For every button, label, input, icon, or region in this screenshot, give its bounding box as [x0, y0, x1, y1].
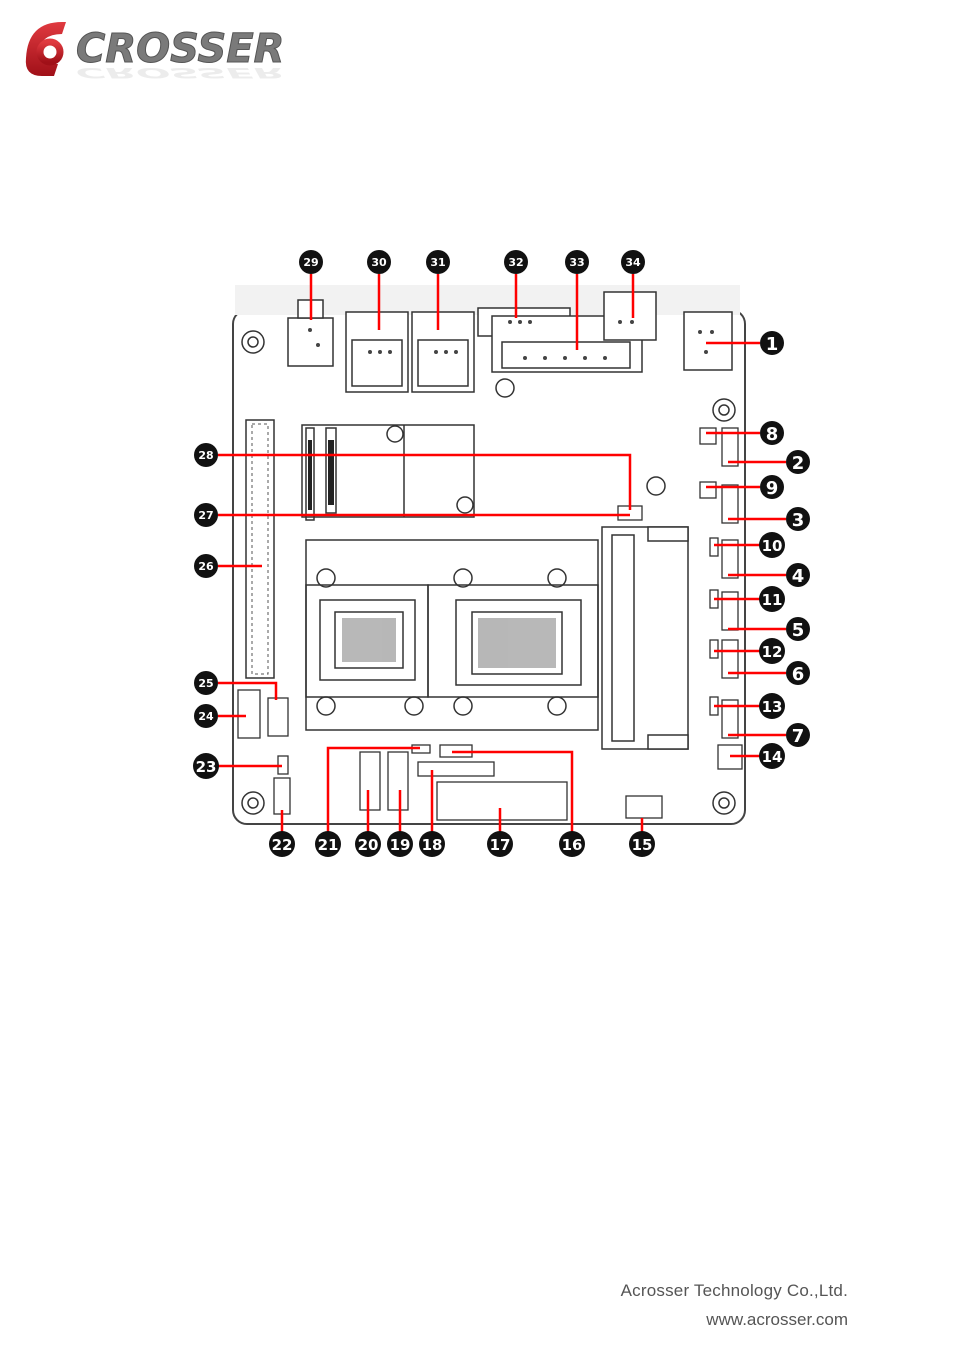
svg-text:12: 12 [762, 643, 783, 661]
svg-text:23: 23 [196, 758, 217, 776]
svg-text:16: 16 [562, 836, 583, 854]
callout-33: 33 [565, 250, 589, 274]
callout-8: 8 [760, 421, 784, 445]
callout-18: 18 [419, 831, 445, 857]
svg-text:29: 29 [303, 256, 318, 269]
svg-text:11: 11 [762, 591, 783, 609]
callout-12: 12 [759, 638, 785, 664]
svg-text:3: 3 [792, 510, 805, 531]
svg-text:26: 26 [198, 560, 214, 573]
svg-text:4: 4 [792, 566, 805, 587]
callout-16: 16 [559, 831, 585, 857]
callout-6: 6 [786, 661, 810, 685]
callout-24: 24 [194, 704, 218, 728]
callout-19: 19 [387, 831, 413, 857]
callout-17: 17 [487, 831, 513, 857]
svg-text:CROSSER: CROSSER [76, 64, 284, 80]
svg-text:7: 7 [792, 726, 805, 747]
callout-29: 29 [299, 250, 323, 274]
callout-15: 15 [629, 831, 655, 857]
callout-13: 13 [759, 693, 785, 719]
svg-text:31: 31 [430, 256, 445, 269]
footer-company-name: Acrosser Technology Co.,Ltd. [620, 1281, 848, 1300]
svg-text:17: 17 [490, 836, 511, 854]
callout-22: 22 [269, 831, 295, 857]
callout-34: 34 [621, 250, 645, 274]
svg-text:20: 20 [358, 836, 379, 854]
svg-text:8: 8 [766, 424, 779, 445]
footer-website-url: www.acrosser.com [706, 1310, 848, 1329]
callout-11: 11 [759, 586, 785, 612]
callout-1: 1 [760, 331, 784, 355]
callout-badges: 1 2 3 4 5 6 7 8 9 10 11 12 13 14 15 16 1… [193, 250, 810, 857]
acrosser-logo: CROSSER CROSSER [25, 22, 285, 81]
svg-text:21: 21 [318, 836, 339, 854]
callout-32: 32 [504, 250, 528, 274]
callout-4: 4 [786, 563, 810, 587]
svg-text:14: 14 [762, 748, 783, 766]
svg-text:2: 2 [792, 453, 805, 474]
callout-30: 30 [367, 250, 391, 274]
svg-text:22: 22 [272, 836, 293, 854]
svg-text:9: 9 [766, 478, 779, 499]
svg-text:27: 27 [198, 509, 213, 522]
svg-text:15: 15 [632, 836, 653, 854]
callout-21: 21 [315, 831, 341, 857]
callout-25: 25 [194, 671, 218, 695]
svg-text:32: 32 [508, 256, 523, 269]
callout-14: 14 [759, 743, 785, 769]
svg-text:1: 1 [766, 334, 779, 355]
motherboard-layout-diagram: 1 2 3 4 5 6 7 8 9 10 11 12 13 14 15 16 1… [193, 250, 810, 857]
svg-text:13: 13 [762, 698, 783, 716]
callout-27: 27 [194, 503, 218, 527]
callout-9: 9 [760, 475, 784, 499]
callout-leader-lines [218, 274, 786, 832]
svg-text:CROSSER: CROSSER [76, 26, 284, 72]
svg-text:18: 18 [422, 836, 443, 854]
svg-text:6: 6 [792, 664, 805, 685]
callout-10: 10 [759, 532, 785, 558]
callout-31: 31 [426, 250, 450, 274]
svg-text:30: 30 [371, 256, 387, 269]
svg-text:25: 25 [198, 677, 213, 690]
svg-text:24: 24 [198, 710, 214, 723]
callout-26: 26 [194, 554, 218, 578]
callout-23: 23 [193, 753, 219, 779]
svg-text:10: 10 [762, 537, 783, 555]
callout-5: 5 [786, 617, 810, 641]
svg-text:34: 34 [625, 256, 641, 269]
callout-3: 3 [786, 507, 810, 531]
callout-20: 20 [355, 831, 381, 857]
motherboard-outline [232, 285, 746, 825]
svg-text:5: 5 [792, 620, 805, 641]
svg-text:28: 28 [198, 449, 213, 462]
callout-2: 2 [786, 450, 810, 474]
svg-text:19: 19 [390, 836, 411, 854]
svg-text:33: 33 [569, 256, 584, 269]
callout-7: 7 [786, 723, 810, 747]
callout-28: 28 [194, 443, 218, 467]
